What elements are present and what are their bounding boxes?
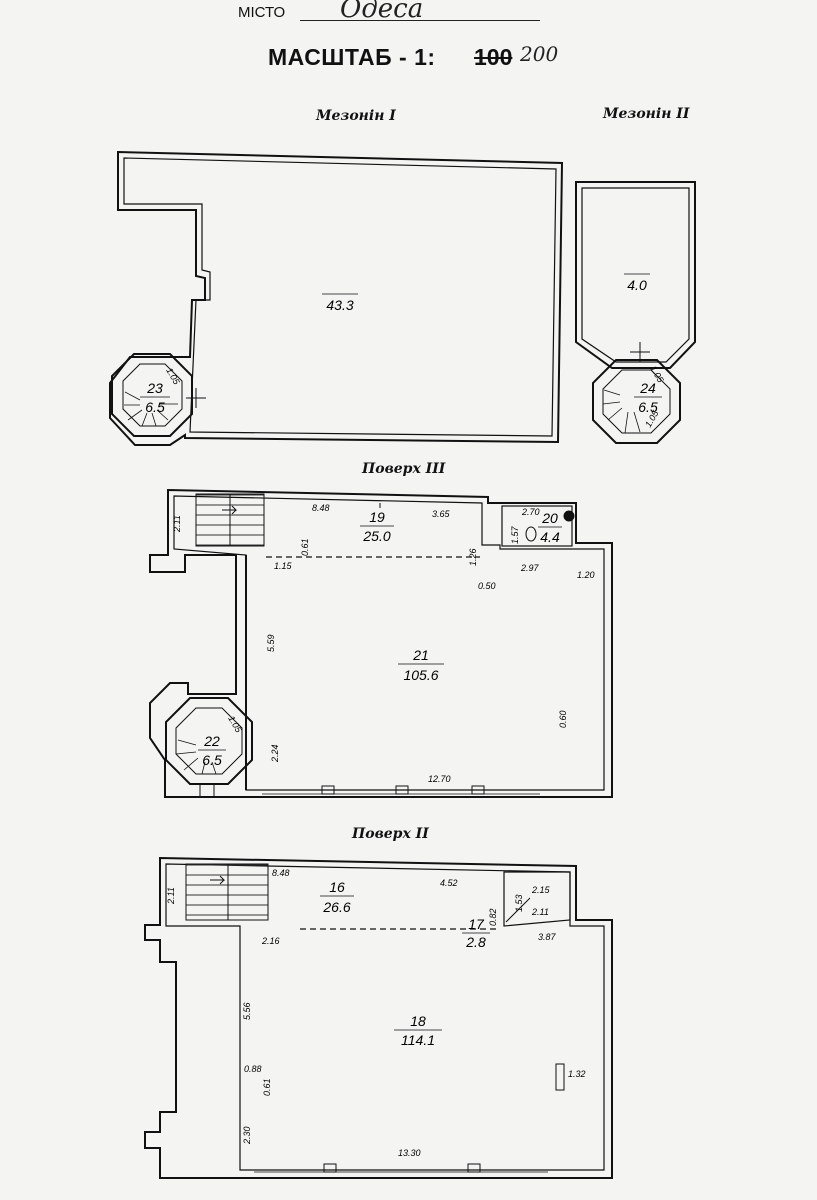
floor-3-spiral bbox=[175, 739, 217, 775]
city-value: Одеса bbox=[340, 0, 424, 24]
floor-2-room-17-diagonal bbox=[505, 897, 531, 923]
toilet-icon bbox=[525, 526, 537, 542]
room-23-number: 23 bbox=[146, 380, 163, 396]
room-22-number: 22 bbox=[203, 733, 220, 749]
dim-f3-j: 2.97 bbox=[520, 563, 540, 573]
dim-f2-h: 2.16 bbox=[261, 936, 280, 946]
dim-f2-n: 2.30 bbox=[242, 1126, 252, 1145]
dim-f3-h: 1.26 bbox=[468, 548, 478, 566]
city-label: МІСТО bbox=[238, 4, 286, 21]
room-21-area: 105.6 bbox=[403, 667, 438, 683]
dim-f3-d: 1.57 bbox=[510, 525, 520, 544]
mezzanine-2-plan bbox=[575, 181, 696, 444]
mezzanine-2-stair-tower bbox=[592, 359, 681, 444]
dim-f3-b: 3.65 bbox=[432, 509, 451, 519]
room-16-number: 16 bbox=[329, 879, 345, 895]
mezzanine-1-stair-tower bbox=[111, 353, 193, 437]
section-title-mezzanine-2: Мезонін II bbox=[603, 106, 690, 122]
room-18-number: 18 bbox=[410, 1013, 426, 1029]
dim-f2-d: 1.53 bbox=[514, 894, 524, 912]
dim-f2-i: 3.87 bbox=[538, 932, 557, 942]
mezzanine-2-stair-tower-inner bbox=[602, 369, 671, 434]
floor-3-stair-tower-inner bbox=[175, 707, 243, 775]
dim-f3-f: 0.61 bbox=[300, 538, 310, 556]
mezzanine-2-spiral bbox=[602, 389, 641, 434]
floor-3-wc-room bbox=[501, 505, 573, 547]
dim-m1-stair: 1.05 bbox=[164, 366, 182, 387]
dim-f2-j: 5.56 bbox=[242, 1002, 252, 1020]
dim-f2-k: 0.88 bbox=[244, 1064, 262, 1074]
floor-2-outer-wall bbox=[144, 856, 613, 1179]
dim-f3-k: 1.20 bbox=[577, 570, 595, 580]
boiler-icon bbox=[563, 510, 575, 522]
mezzanine-2-outer-wall bbox=[575, 181, 696, 369]
mezzanine-1-outer-wall bbox=[109, 150, 564, 446]
scale-label: МАСШТАБ - 1: bbox=[268, 44, 436, 70]
floor-2-stair-arrow bbox=[210, 875, 226, 885]
room-20-area: 4.4 bbox=[540, 529, 560, 545]
room-20-number: 20 bbox=[541, 510, 558, 526]
floor-2-staircase bbox=[185, 863, 269, 921]
dim-f3-o: 2.24 bbox=[270, 744, 280, 763]
floor-2-window-1 bbox=[323, 1163, 337, 1173]
mezzanine-1-spiral bbox=[124, 391, 178, 427]
mezzanine-1-stair-tower-inner bbox=[122, 363, 183, 427]
dim-f3-e: 2.11 bbox=[172, 515, 182, 533]
dim-f3-l: 5.59 bbox=[266, 634, 276, 652]
dim-f3-m: 1.05 bbox=[226, 714, 244, 735]
room-21-number: 21 bbox=[412, 647, 429, 663]
scale-handwritten-value: 200 bbox=[520, 42, 559, 66]
mezzanine-1-inner-wall bbox=[123, 157, 557, 437]
room-17-area: 2.8 bbox=[465, 934, 486, 950]
room-19-number: 19 bbox=[369, 509, 385, 525]
scale-struck-value: 100 bbox=[474, 44, 513, 70]
section-title-floor-2: Поверх II bbox=[352, 826, 429, 842]
floor-2-plan bbox=[144, 856, 613, 1179]
room-4-area: 4.0 bbox=[627, 277, 647, 293]
dim-f2-e: 0.82 bbox=[488, 908, 498, 926]
room-22-area: 6.5 bbox=[202, 752, 222, 768]
room-19-area: 25.0 bbox=[362, 528, 390, 544]
dim-f2-a: 8.48 bbox=[272, 868, 290, 878]
floor-2-window-2 bbox=[467, 1163, 481, 1173]
dim-f3-p: 12.70 bbox=[428, 774, 451, 784]
dim-f3-c: 2.70 bbox=[521, 507, 540, 517]
dim-f2-b: 4.52 bbox=[440, 878, 458, 888]
dim-f2-c: 2.15 bbox=[531, 885, 551, 895]
room-23-area: 6.5 bbox=[145, 399, 165, 415]
floor-3-outer-wall bbox=[149, 488, 613, 798]
room-17-number: 17 bbox=[468, 916, 485, 932]
dim-f2-f: 2.11 bbox=[531, 907, 549, 917]
dim-f2-o: 13.30 bbox=[398, 1148, 421, 1158]
floor-3-stair-arrow bbox=[222, 505, 238, 515]
dim-f2-m: 1.32 bbox=[568, 1069, 586, 1079]
section-title-floor-3: Поверх III bbox=[362, 461, 446, 477]
dim-f2-l: 0.61 bbox=[262, 1078, 272, 1096]
floor-3-plan bbox=[149, 488, 613, 798]
dim-f3-i: 0.50 bbox=[478, 581, 496, 591]
floor-3-inner-wall bbox=[173, 495, 605, 791]
room-18-area: 114.1 bbox=[401, 1032, 435, 1048]
section-title-mezzanine-1: Мезонін I bbox=[316, 108, 396, 124]
dim-f3-a: 8.48 bbox=[312, 503, 330, 513]
floor-3-stair-tower bbox=[165, 697, 253, 785]
mezzanine-1-plan bbox=[109, 150, 564, 446]
room-24-number: 24 bbox=[639, 380, 656, 396]
room-24-area: 6.5 bbox=[638, 399, 658, 415]
dim-f2-g: 2.11 bbox=[166, 887, 176, 905]
dim-f3-g: 1.15 bbox=[274, 561, 293, 571]
floor-2-east-window bbox=[555, 1063, 565, 1091]
floor-2-room-17 bbox=[503, 871, 571, 927]
mezzanine-2-inner-wall bbox=[581, 187, 690, 363]
room-43-area: 43.3 bbox=[326, 297, 353, 313]
city-underline bbox=[300, 20, 540, 21]
dim-f3-n: 0.60 bbox=[558, 710, 568, 728]
room-16-area: 26.6 bbox=[322, 899, 350, 915]
